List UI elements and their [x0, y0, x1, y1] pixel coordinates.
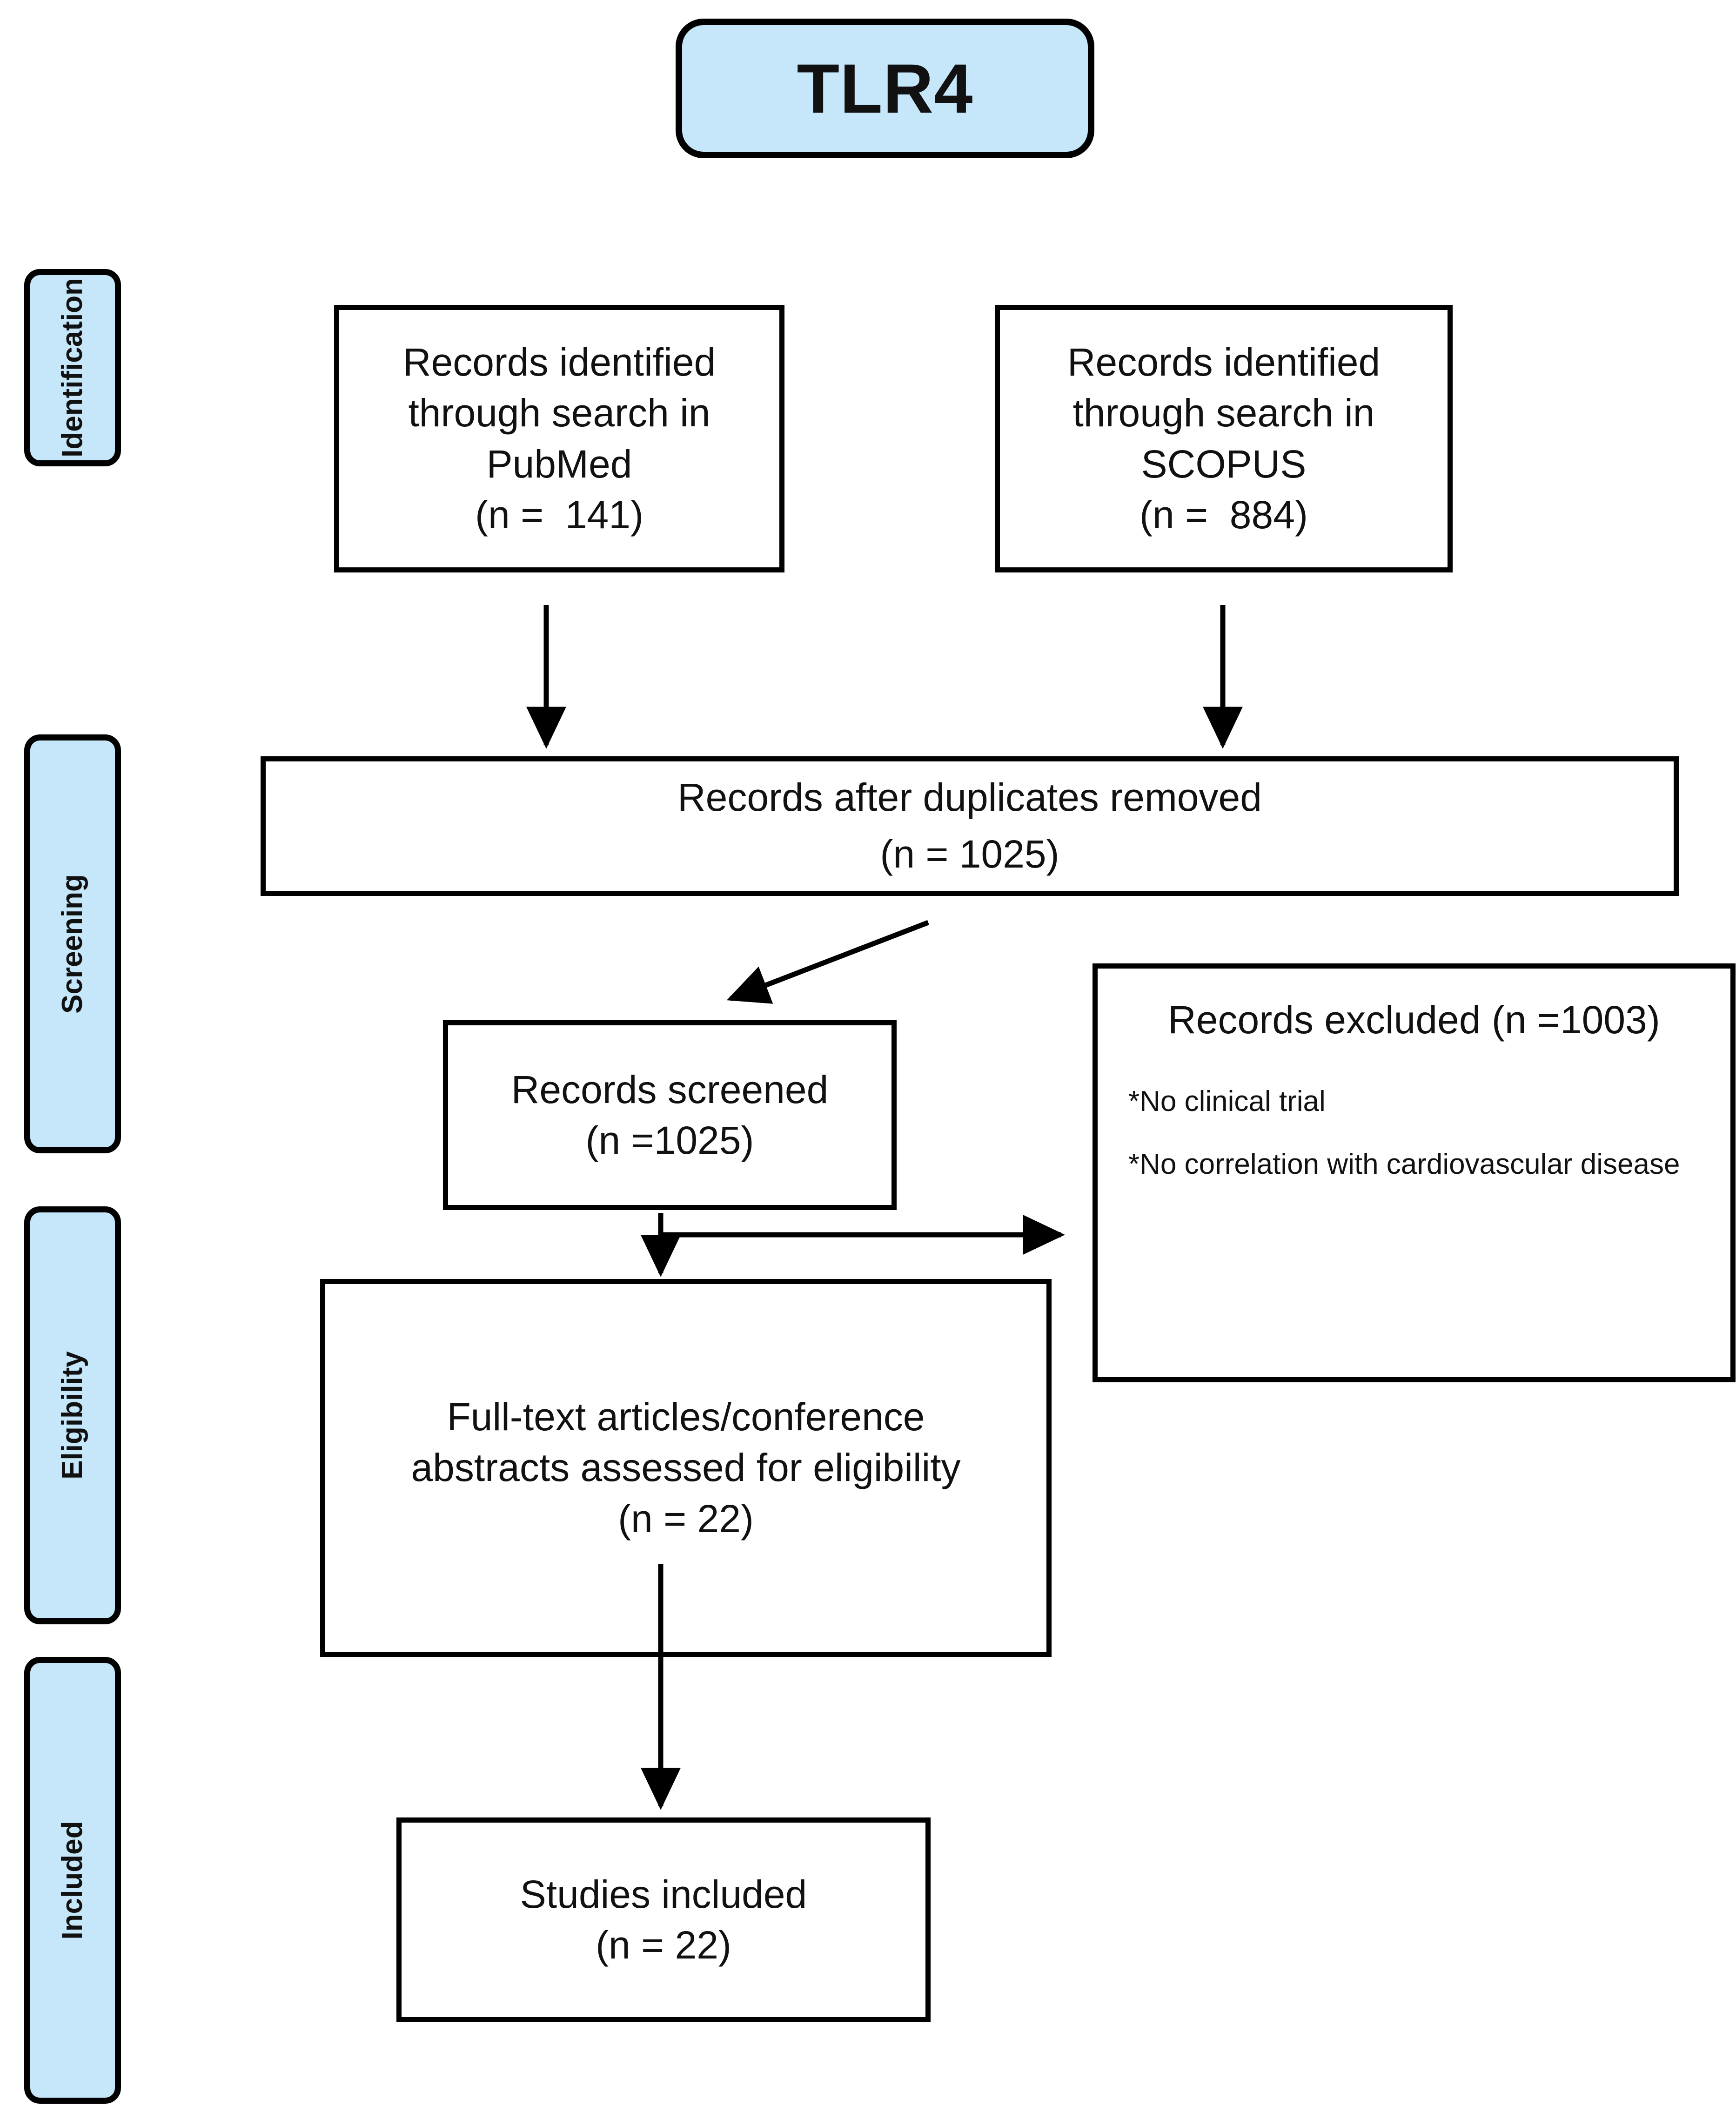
- box-records-scopus: Records identified through search in SCO…: [995, 305, 1453, 572]
- stage-label-eligibility: Eligibility: [56, 1351, 88, 1480]
- diagram-title-box: TLR4: [676, 19, 1094, 158]
- excluded-heading: Records excluded (n =1003): [1168, 998, 1660, 1042]
- box-records-excluded: Records excluded (n =1003) *No clinical …: [1093, 963, 1736, 1382]
- box-line: abstracts assessed for eligibility: [411, 1446, 961, 1490]
- arrow-duplicates-to-screened: [726, 920, 929, 1004]
- box-line: (n = 884): [1139, 492, 1308, 537]
- stage-rail-identification: Identification: [24, 269, 121, 466]
- stage-label-included: Included: [56, 1821, 88, 1940]
- page-title: TLR4: [797, 49, 973, 128]
- stage-label-identification: Identification: [56, 278, 88, 458]
- stage-rail-eligibility: Eligibility: [24, 1206, 121, 1624]
- excluded-reason: *No clinical trial: [1128, 1085, 1326, 1117]
- box-studies-included: Studies included (n = 22): [396, 1817, 931, 2022]
- box-records-screened: Records screened (n =1025): [443, 1020, 897, 1210]
- box-line: Records identified: [1067, 340, 1381, 384]
- box-line: Records identified: [402, 340, 716, 384]
- stage-rail-screening: Screening: [24, 734, 121, 1153]
- box-line: Full-text articles/conference: [447, 1395, 925, 1439]
- box-records-pubmed: Records identified through search in Pub…: [334, 305, 784, 572]
- box-fulltext-assessed: Full-text articles/conference abstracts …: [320, 1279, 1052, 1657]
- box-line: Records after duplicates removed: [677, 775, 1262, 820]
- box-line: SCOPUS: [1141, 442, 1307, 486]
- box-line: Studies included: [520, 1872, 807, 1916]
- box-line: PubMed: [486, 442, 632, 486]
- box-line: (n = 1025): [880, 832, 1059, 876]
- box-line: through search in: [1072, 391, 1375, 435]
- box-line: Records screened: [511, 1067, 829, 1111]
- box-line: through search in: [408, 391, 710, 435]
- excluded-reason: *No correlation with cardiovascular dise…: [1128, 1148, 1680, 1181]
- box-line: (n = 22): [596, 1923, 731, 1967]
- box-line: (n =1025): [585, 1118, 754, 1162]
- box-line: (n = 141): [475, 492, 643, 537]
- stage-rail-included: Included: [24, 1657, 121, 2104]
- stage-label-screening: Screening: [56, 874, 88, 1014]
- box-line: (n = 22): [618, 1496, 754, 1541]
- box-records-after-duplicates: Records after duplicates removed (n = 10…: [261, 756, 1679, 896]
